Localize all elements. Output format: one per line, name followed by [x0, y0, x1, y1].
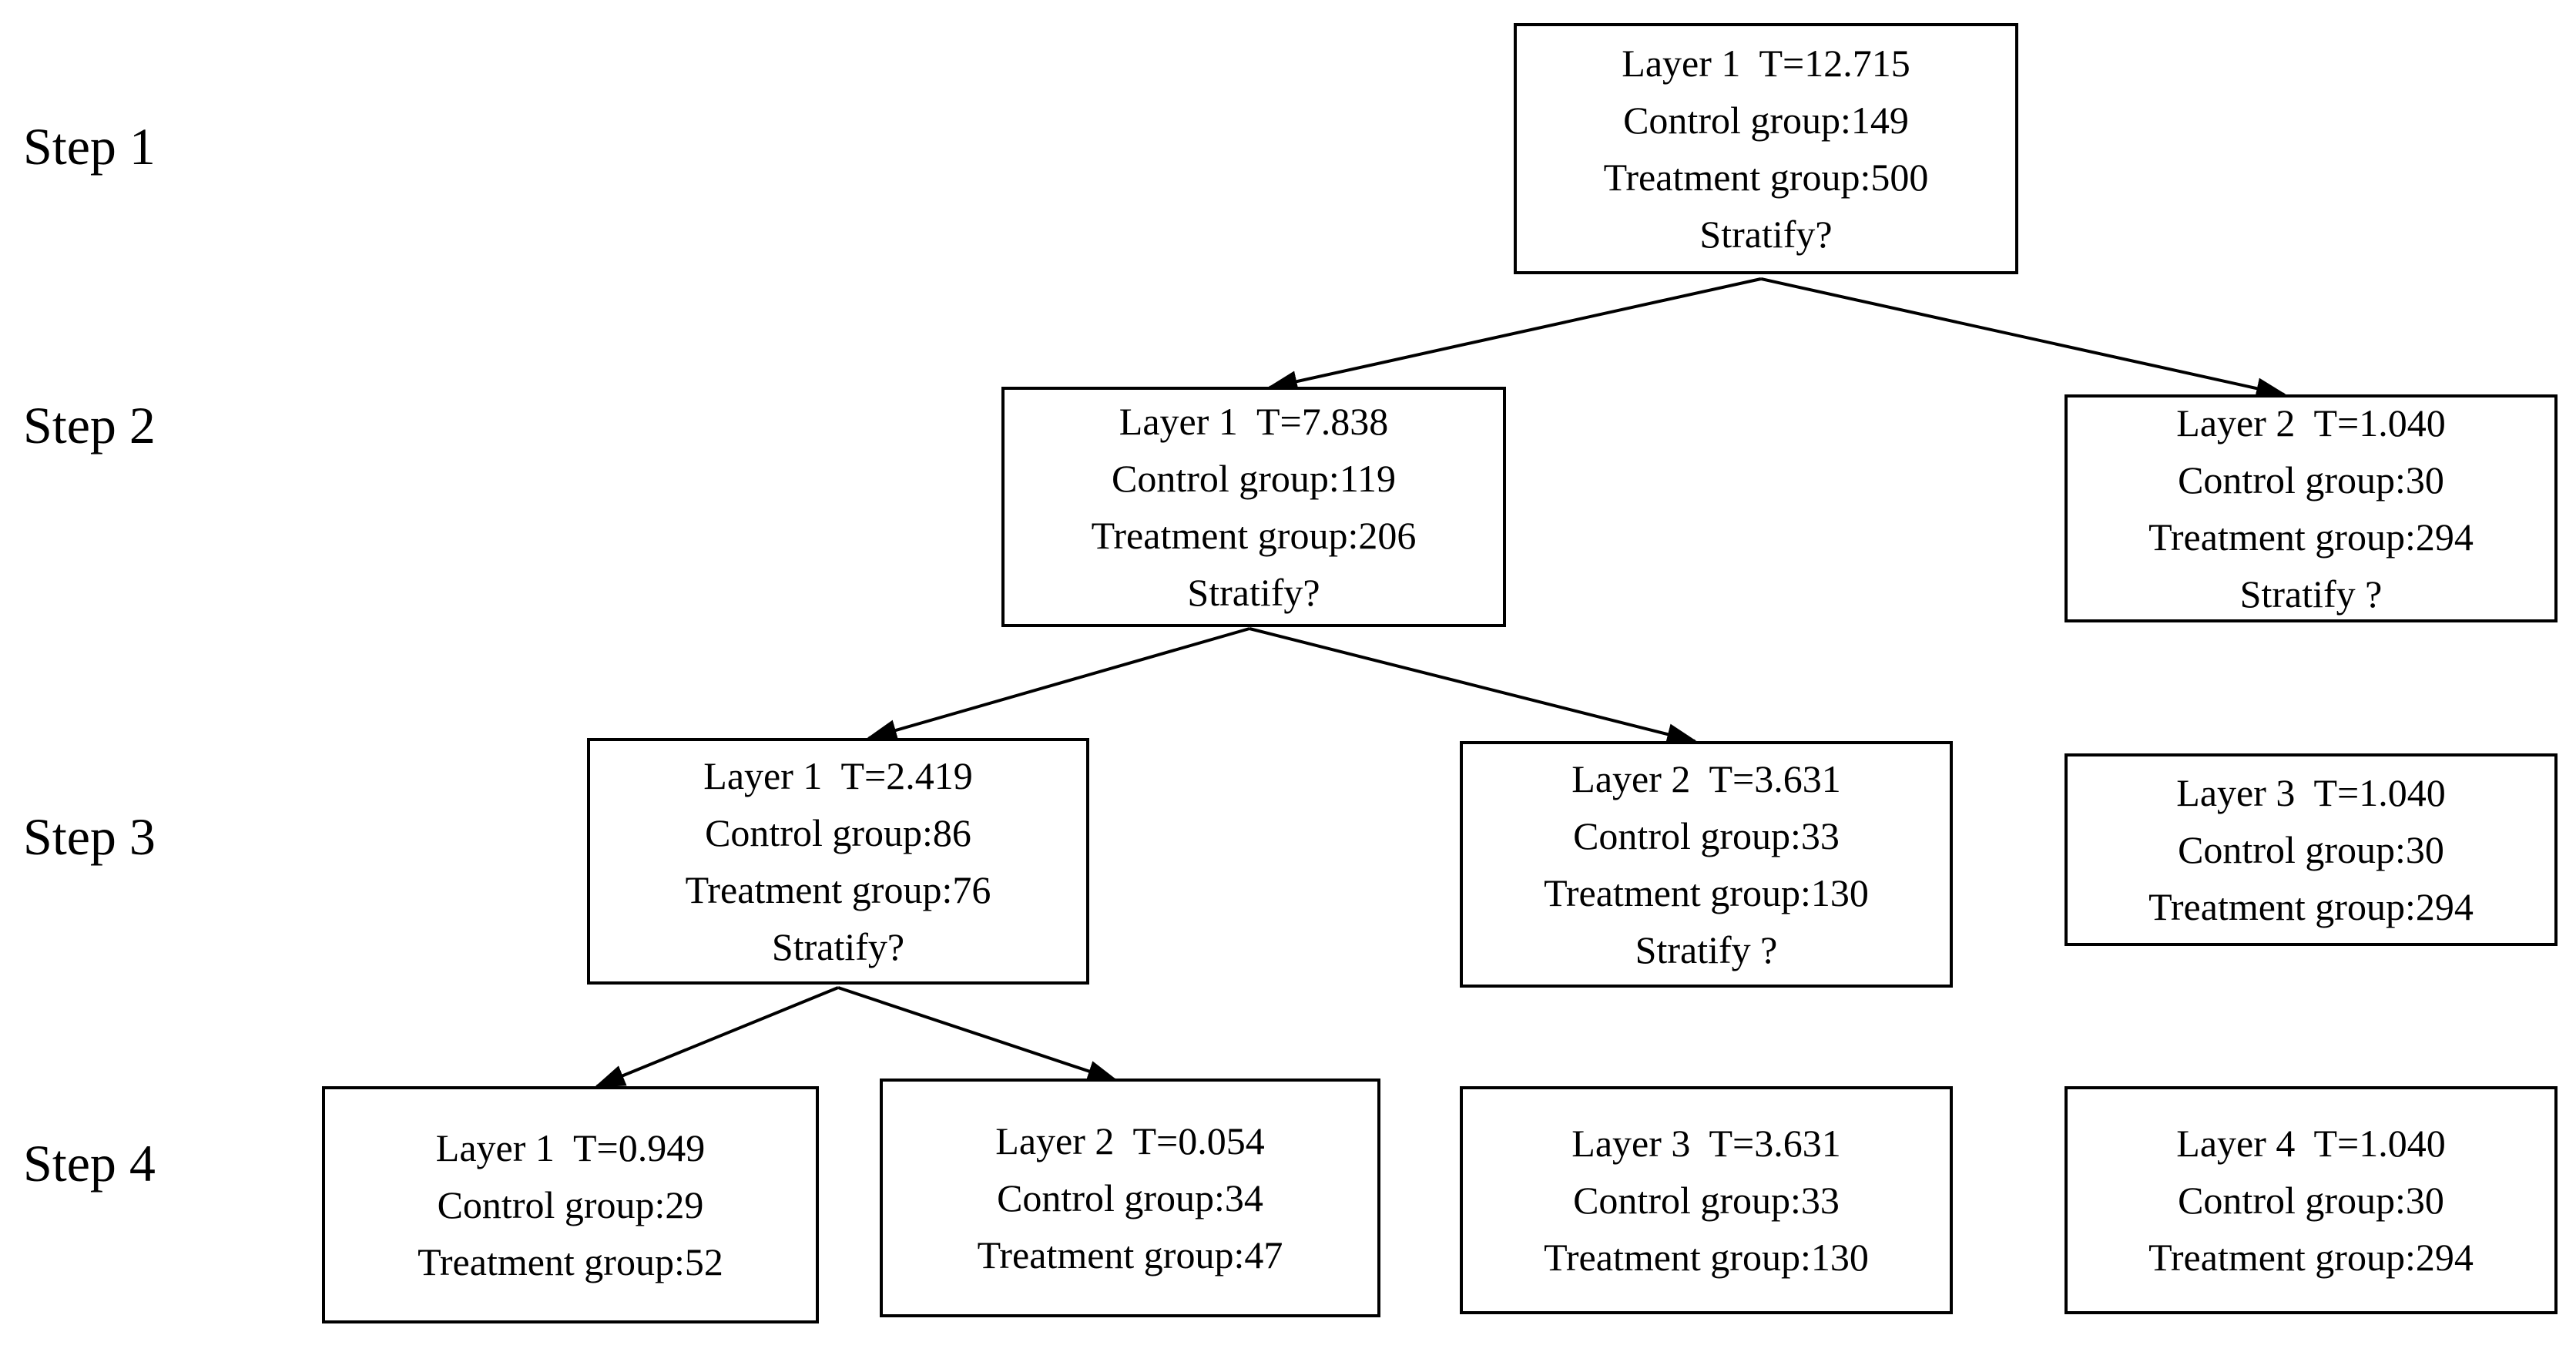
step-4-label: Step 4: [23, 1134, 156, 1193]
node-control-line: Control group:34: [997, 1176, 1263, 1219]
node-stratify-line: Stratify?: [1187, 571, 1320, 614]
node-treatment-line: Treatment group:52: [418, 1240, 723, 1283]
node-treatment-line: Treatment group:76: [685, 868, 991, 911]
node-treatment-line: Treatment group:130: [1544, 1236, 1869, 1279]
arrow-step2-to-step3-mid: [1249, 627, 1698, 745]
node-treatment-line: Treatment group:206: [1091, 514, 1417, 557]
node-title-line: Layer 3 T=1.040: [2176, 771, 2446, 814]
node-title-line: Layer 2 T=0.054: [995, 1119, 1265, 1162]
node-title-line: Layer 1 T=0.949: [435, 1126, 706, 1169]
step-1-label: Step 1: [23, 117, 156, 176]
arrow-step2-to-step3-left: [866, 627, 1250, 741]
node-control-line: Control group:149: [1623, 99, 1909, 142]
node-control-line: Control group:29: [437, 1183, 704, 1226]
arrow-step3-to-step4-mid: [837, 986, 1119, 1082]
node-treatment-line: Treatment group:294: [2148, 885, 2474, 928]
node-control-line: Control group:119: [1112, 457, 1396, 500]
step-2-label: Step 2: [23, 396, 156, 455]
node-stratify-line: Stratify ?: [1635, 928, 1778, 971]
node-title-line: Layer 2 T=1.040: [2176, 401, 2446, 444]
node-step4-layer2: Layer 2 T=0.054 Control group:34 Treatme…: [880, 1079, 1380, 1317]
node-title-line: Layer 4 T=1.040: [2176, 1122, 2446, 1165]
node-step4-layer1: Layer 1 T=0.949 Control group:29 Treatme…: [322, 1086, 819, 1323]
node-stratify-line: Stratify ?: [2239, 572, 2383, 616]
arrow-step1-to-step2-left: [1266, 277, 1762, 392]
node-title-line: Layer 1 T=2.419: [703, 754, 973, 797]
node-step3-layer3: Layer 3 T=1.040 Control group:30 Treatme…: [2064, 753, 2558, 946]
node-treatment-line: Treatment group:294: [2148, 1236, 2474, 1279]
arrow-step1-to-step2-right: [1760, 277, 2287, 399]
node-control-line: Control group:86: [705, 811, 971, 854]
node-step3-layer2: Layer 2 T=3.631 Control group:33 Treatme…: [1460, 741, 1953, 988]
node-control-line: Control group:30: [2178, 828, 2444, 871]
node-title-line: Layer 1 T=7.838: [1119, 400, 1389, 443]
node-title-line: Layer 2 T=3.631: [1571, 757, 1841, 800]
node-step4-layer3: Layer 3 T=3.631 Control group:33 Treatme…: [1460, 1086, 1953, 1314]
node-control-line: Control group:30: [2178, 458, 2444, 502]
node-step2-layer2: Layer 2 T=1.040 Control group:30 Treatme…: [2064, 394, 2558, 622]
step-3-label: Step 3: [23, 807, 156, 866]
node-title-line: Layer 1 T=12.715: [1622, 42, 1910, 85]
node-control-line: Control group:33: [1573, 1179, 1840, 1222]
node-treatment-line: Treatment group:47: [977, 1233, 1283, 1276]
node-treatment-line: Treatment group:500: [1603, 156, 1929, 199]
node-stratify-line: Stratify?: [771, 925, 905, 968]
node-step4-layer4: Layer 4 T=1.040 Control group:30 Treatme…: [2064, 1086, 2558, 1314]
node-stratify-line: Stratify?: [1699, 213, 1833, 256]
node-treatment-line: Treatment group:130: [1544, 871, 1869, 914]
node-control-line: Control group:30: [2178, 1179, 2444, 1222]
node-control-line: Control group:33: [1573, 814, 1840, 857]
node-title-line: Layer 3 T=3.631: [1571, 1122, 1841, 1165]
node-step1-layer1: Layer 1 T=12.715 Control group:149 Treat…: [1514, 23, 2018, 274]
arrow-step3-to-step4-left: [594, 986, 839, 1088]
node-step2-layer1: Layer 1 T=7.838 Control group:119 Treatm…: [1001, 387, 1506, 627]
node-treatment-line: Treatment group:294: [2148, 515, 2474, 559]
node-step3-layer1: Layer 1 T=2.419 Control group:86 Treatme…: [587, 738, 1089, 985]
